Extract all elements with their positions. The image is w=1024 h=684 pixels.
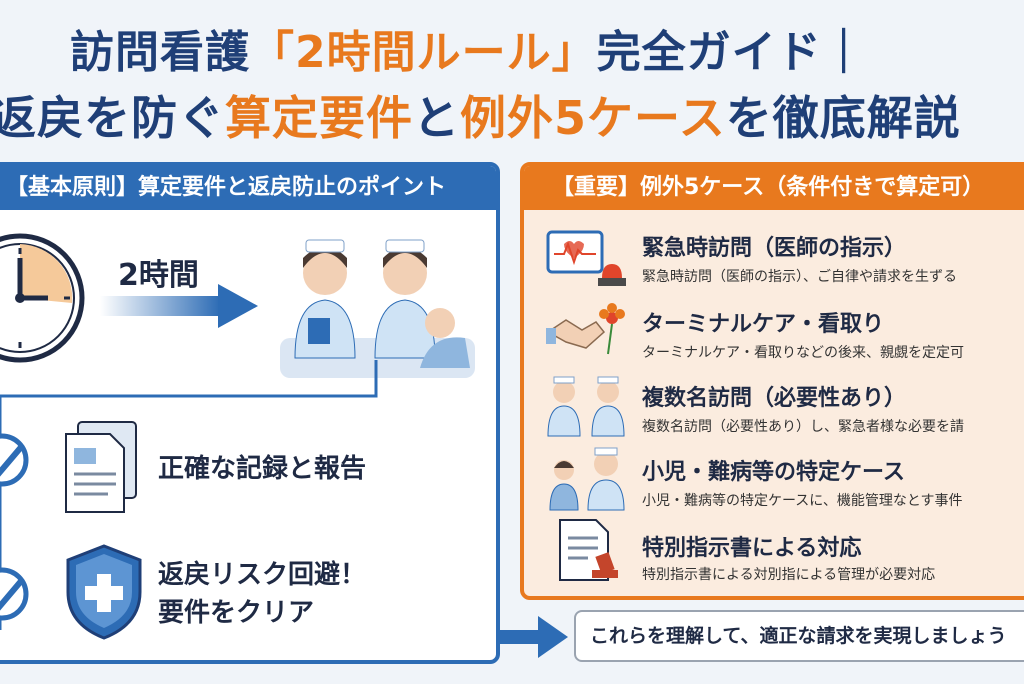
case4-desc: 小児・難病等の特定ケースに、機能管理なとす事件 [642, 493, 963, 509]
avoid-rejection-text: 返戻リスク回避！ 要件をクリア [158, 556, 366, 632]
nurses-patient-illustration [280, 239, 475, 378]
handshake-flower-icon [546, 303, 625, 355]
title2-c: と [413, 91, 460, 145]
title-line-1: 訪問看護「2時間ルール」完全ガイド｜ [70, 16, 1024, 80]
emergency-monitor-icon [546, 230, 626, 286]
special-order-icon [559, 519, 618, 581]
document-icon [65, 421, 137, 513]
case5-title: 特別指示書による対応 [642, 536, 862, 561]
basic-principle-header: 【基本原則】算定要件と返戻防止のポイント [0, 166, 496, 210]
arrow-right-icon [100, 284, 258, 328]
clock-icon [0, 233, 85, 363]
two-nurses-icon [547, 376, 625, 437]
avoid-rejection-line1: 返戻リスク回避！ [158, 560, 367, 590]
case5-desc: 特別指示書による対別指による管理が必要対応 [642, 567, 936, 583]
conclusion-box: これらを理解して、適正な請求を実現しましょう [574, 610, 1024, 662]
title-rule-highlight: 「2時間ルール」 [250, 27, 597, 78]
case3-desc: 複数名訪問（必要性あり）し、緊急者様な必要を請 [642, 419, 964, 435]
title2-a: 返戻を防ぐ [0, 91, 225, 145]
title2-e: を徹底解説 [725, 91, 961, 145]
title-line-2: 返戻を防ぐ算定要件と例外5ケースを徹底解説 [0, 82, 1014, 148]
arrow-right-conclusion-icon [500, 616, 568, 658]
case3-title: 複数名訪問（必要性あり） [642, 386, 907, 411]
case1-title: 緊急時訪問（医師の指示） [642, 236, 907, 261]
title-text-c: 完全ガイド｜ [596, 27, 867, 78]
shield-plus-icon [66, 544, 142, 640]
exception-cases-header: 【重要】例外5ケース（条件付きで算定可） [524, 166, 1024, 210]
two-hours-label: 2時間 [118, 258, 199, 293]
case2-title: ターミナルケア・看取り [642, 312, 885, 337]
title-text-a: 訪問看護 [70, 27, 250, 78]
title2-d: 例外5ケース [460, 91, 726, 145]
check-icon-1 [0, 433, 29, 487]
flow-connector [0, 360, 378, 630]
title2-b: 算定要件 [225, 91, 413, 145]
case1-desc: 緊急時訪問（医師の指示）、ご自律や請求を生ずる [642, 269, 957, 285]
case4-title: 小児・難病等の特定ケース [642, 460, 905, 485]
child-nurse-icon [549, 447, 625, 511]
accurate-records-text: 正確な記録と報告 [158, 454, 367, 484]
avoid-rejection-line2: 要件をクリア [158, 598, 315, 628]
case2-desc: ターミナルケア・看取りなどの後来、親覷を定定可 [642, 345, 964, 361]
check-icon-2 [0, 567, 29, 621]
